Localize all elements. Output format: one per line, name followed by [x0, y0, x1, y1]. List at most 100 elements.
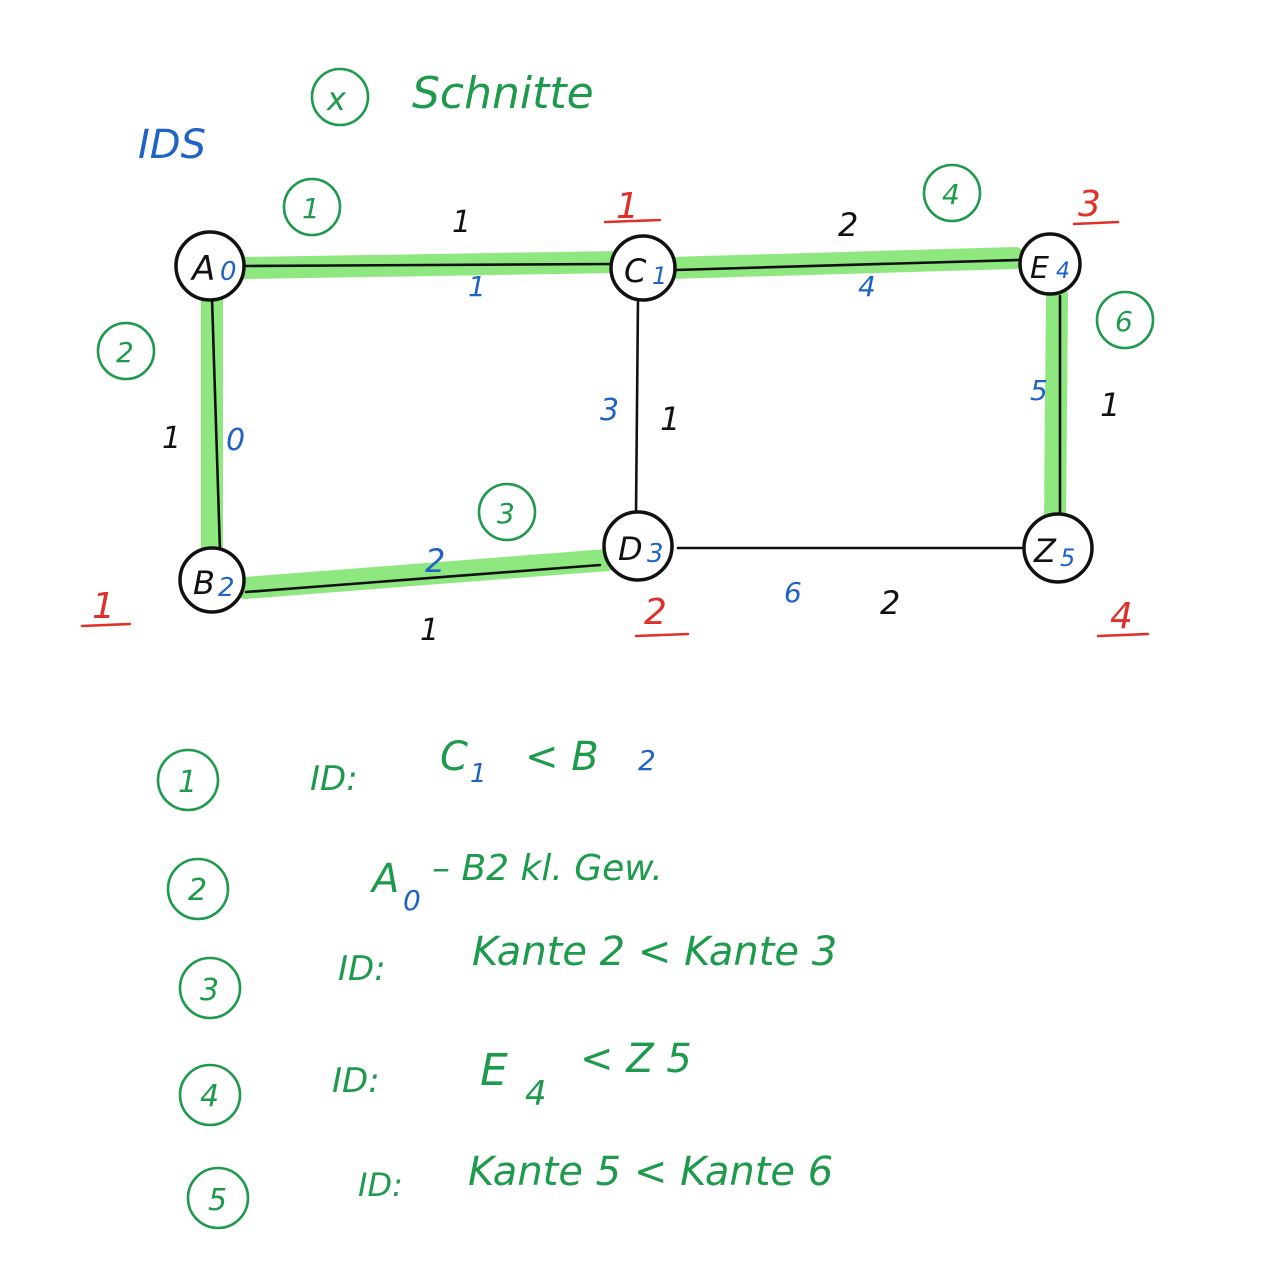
edge-B-D-weight: 1 — [420, 613, 439, 648]
edge-E-Z-step: 6 — [1115, 305, 1133, 338]
edge-E-Z-step-circle — [1095, 290, 1155, 350]
node-A-label: A — [190, 249, 215, 289]
node-B: B 2 — [178, 546, 246, 614]
node-A: A 0 — [174, 230, 246, 302]
node-D-id: 3 — [647, 539, 664, 569]
step-4-num: 4 — [200, 1079, 219, 1114]
node-B-circle — [178, 546, 246, 614]
step-2-text: A — [369, 856, 399, 902]
edge-B-D — [244, 563, 602, 594]
node-C: C 1 — [609, 234, 677, 302]
edge-A-B-step: 2 — [116, 336, 134, 369]
step-5-circle — [186, 1166, 250, 1230]
step-5-num: 5 — [208, 1183, 227, 1218]
step-4-text: E — [480, 1045, 508, 1096]
step-row-1: 1 ID: C 1 < B 2 — [156, 734, 656, 812]
step-2-sub: 0 — [403, 884, 421, 917]
step-3-text: Kante 2 < Kante 3 — [472, 929, 837, 975]
step-1-sub: 1 — [470, 759, 487, 789]
step-5-prefix: ID: — [358, 1166, 403, 1204]
node-E: E 4 — [1018, 232, 1082, 296]
step-3-circle — [178, 956, 242, 1020]
steps-list: 1 ID: C 1 < B 2 2 A 0 – B2 kl. Gew. 3 ID… — [156, 734, 837, 1230]
node-D-label: D — [618, 530, 643, 568]
highlight-C-E — [659, 247, 1026, 279]
step-row-5: 5 ID: Kante 5 < Kante 6 — [186, 1149, 833, 1230]
edge-C-E-step-circle — [922, 163, 982, 223]
node-B-depth-underline — [80, 622, 132, 628]
ids-label: IDS — [138, 122, 206, 168]
node-Z: Z 5 — [1022, 512, 1094, 584]
node-Z-depth: 4 — [1110, 596, 1133, 637]
step-1-rest: < B — [525, 734, 599, 780]
node-E-circle — [1018, 232, 1082, 296]
edge-A-C-id: 1 — [468, 270, 486, 303]
edge-A-C-weight: 1 — [452, 205, 471, 240]
node-D-circle — [602, 510, 674, 582]
node-C-label: C — [624, 252, 647, 290]
node-E-label: E — [1030, 251, 1049, 286]
edge-B-D-id: 2 — [425, 542, 445, 580]
node-E-depth-underline — [1072, 220, 1120, 226]
edge-B-D-step-circle — [477, 482, 537, 542]
edge-C-E-id: 4 — [858, 270, 876, 303]
edge-A-B-id: 0 — [226, 423, 245, 458]
node-E-id: 4 — [1056, 259, 1070, 284]
step-2-rest: – B2 kl. Gew. — [432, 848, 663, 889]
cuts-marker-circle — [310, 67, 370, 127]
edge-A-C-step: 1 — [302, 192, 320, 225]
step-row-4: 4 ID: E 4 < Z 5 — [178, 1036, 692, 1127]
edge-C-E-weight: 2 — [838, 206, 858, 244]
edge-E-Z-id: 5 — [1030, 374, 1048, 407]
node-Z-id: 5 — [1060, 544, 1075, 572]
step-5-text: Kante 5 < Kante 6 — [468, 1149, 833, 1195]
step-1-prefix: ID: — [310, 759, 358, 799]
edge-A-B-weight: 1 — [162, 421, 181, 456]
edge-A-C-step-circle — [282, 177, 342, 237]
step-4-rest: < Z 5 — [580, 1036, 692, 1082]
edge-A-B — [210, 296, 222, 554]
edge-A-B-step-circle — [96, 321, 156, 381]
edge-C-D-weight: 1 — [660, 400, 680, 438]
step-1-circle — [156, 748, 220, 812]
node-E-depth: 3 — [1078, 184, 1101, 225]
step-3-prefix: ID: — [338, 949, 386, 989]
step-1-num: 1 — [178, 765, 197, 800]
step-row-2: 2 A 0 – B2 kl. Gew. — [166, 848, 663, 921]
node-C-depth: 1 — [616, 186, 639, 227]
cuts-marker: x — [326, 80, 347, 118]
step-4-sub: 4 — [525, 1074, 547, 1114]
step-1-text: C — [440, 734, 468, 780]
cuts-label: Schnitte — [412, 68, 594, 119]
node-B-depth: 1 — [92, 586, 115, 627]
edge-C-E — [673, 258, 1020, 272]
node-Z-label: Z — [1033, 532, 1057, 570]
edge-C-D-id: 3 — [600, 393, 619, 428]
node-B-id: 2 — [218, 573, 235, 603]
node-B-label: B — [193, 564, 215, 602]
edge-E-Z-weight: 1 — [1100, 386, 1120, 424]
highlight-B-D — [234, 549, 619, 599]
edges-layer — [210, 258, 1062, 594]
node-Z-circle — [1022, 512, 1094, 584]
node-A-circle — [174, 230, 246, 302]
edge-B-D-step: 3 — [497, 497, 515, 530]
node-C-depth-underline — [603, 218, 662, 224]
node-D: D 3 — [602, 510, 674, 582]
edge-C-E-step: 4 — [942, 178, 960, 211]
step-2-circle — [166, 857, 230, 921]
step-4-circle — [178, 1063, 242, 1127]
step-4-prefix: ID: — [332, 1061, 380, 1101]
node-C-circle — [609, 234, 677, 302]
highlight-E-Z — [1044, 284, 1068, 531]
edge-D-Z-id: 6 — [784, 576, 802, 609]
node-Z-depth-underline — [1096, 632, 1150, 638]
node-C-id: 1 — [652, 262, 667, 290]
edge-C-D — [634, 296, 640, 516]
step-row-3: 3 ID: Kante 2 < Kante 3 — [178, 929, 837, 1020]
edge-A-C — [243, 262, 614, 268]
node-A-id: 0 — [220, 257, 237, 287]
step-2-num: 2 — [188, 873, 207, 908]
edge-D-Z-weight: 2 — [880, 584, 900, 622]
